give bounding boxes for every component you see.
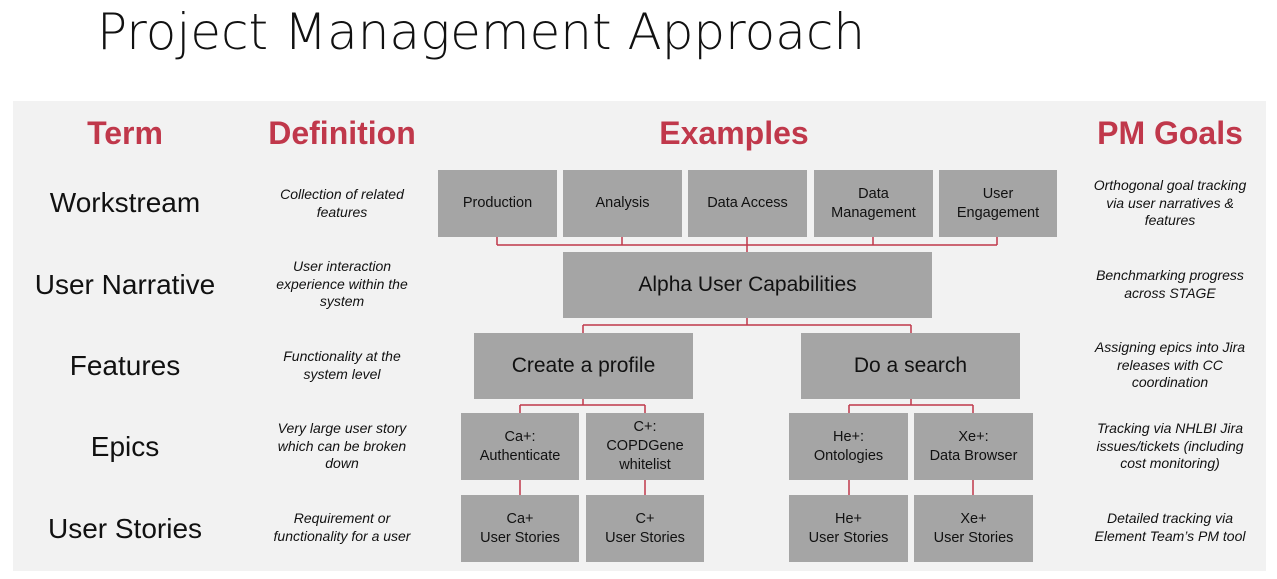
story-box-xe-plus: Xe+ User Stories bbox=[914, 495, 1033, 562]
goal-workstream: Orthogonal goal tracking via user narrat… bbox=[1093, 177, 1247, 228]
header-examples: Examples bbox=[659, 115, 809, 151]
term-epics: Epics bbox=[90, 431, 160, 462]
definition-user-narrative: User interaction experience within the s… bbox=[276, 258, 408, 309]
feature-box-create-a-profile: Create a profile bbox=[474, 333, 693, 399]
story-box-he-plus: He+ User Stories bbox=[789, 495, 908, 562]
goal-features: Assigning epics into Jira releases with … bbox=[1094, 339, 1246, 390]
term-user-narrative: User Narrative bbox=[34, 269, 216, 300]
header-pm-goals: PM Goals bbox=[1097, 115, 1243, 151]
definition-epics: Very large user story which can be broke… bbox=[277, 420, 407, 471]
workstream-box-user-engagement: User Engagement bbox=[939, 170, 1057, 237]
story-box-c-plus: C+ User Stories bbox=[586, 495, 704, 562]
definition-features: Functionality at the system level bbox=[283, 348, 401, 382]
epic-box-ontologies: He+: Ontologies bbox=[789, 413, 908, 480]
header-definition: Definition bbox=[268, 115, 416, 151]
story-box-ca-plus: Ca+ User Stories bbox=[461, 495, 579, 562]
definition-workstream: Collection of related features bbox=[280, 186, 404, 220]
epic-box-copdgene-whitelist: C+: COPDGene whitelist bbox=[586, 413, 704, 480]
workstream-box-data-access: Data Access bbox=[688, 170, 807, 237]
goal-epics: Tracking via NHLBI Jira issues/tickets (… bbox=[1096, 420, 1244, 471]
term-features: Features bbox=[69, 350, 181, 381]
workstream-box-production: Production bbox=[438, 170, 557, 237]
workstream-box-analysis: Analysis bbox=[563, 170, 682, 237]
page-title: Project Management Approach bbox=[97, 3, 866, 61]
header-term: Term bbox=[87, 115, 163, 151]
term-workstream: Workstream bbox=[49, 187, 201, 218]
epic-box-authenticate: Ca+: Authenticate bbox=[461, 413, 579, 480]
workstream-box-data-management: Data Management bbox=[814, 170, 933, 237]
feature-box-do-a-search: Do a search bbox=[801, 333, 1020, 399]
term-user-stories: User Stories bbox=[47, 513, 203, 544]
goal-user-stories: Detailed tracking via Element Team’s PM … bbox=[1094, 510, 1246, 544]
goal-user-narrative: Benchmarking progress across STAGE bbox=[1096, 267, 1244, 301]
narrative-box-alpha-user-capabilities: Alpha User Capabilities bbox=[563, 252, 932, 318]
definition-user-stories: Requirement or functionality for a user bbox=[273, 510, 411, 544]
epic-box-data-browser: Xe+: Data Browser bbox=[914, 413, 1033, 480]
